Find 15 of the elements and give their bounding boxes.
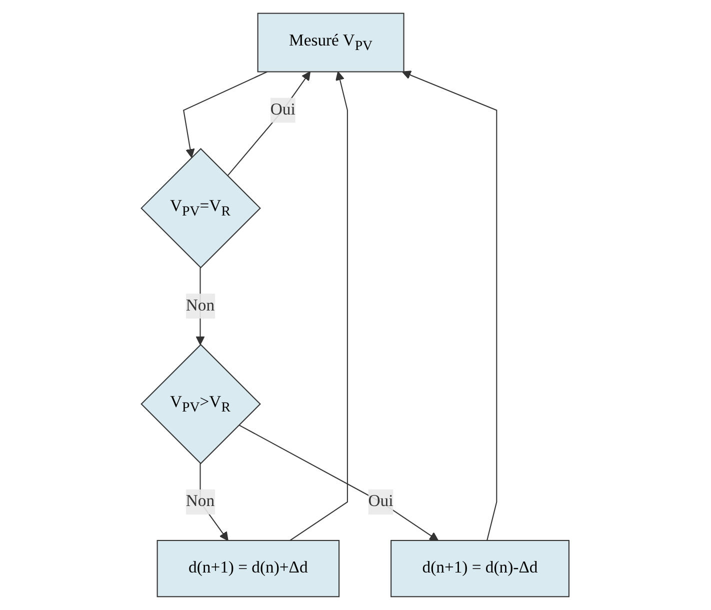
node-box bbox=[157, 540, 340, 598]
edge-label: Non bbox=[186, 296, 215, 314]
node-diamond bbox=[140, 148, 262, 268]
edge-label: Oui bbox=[270, 100, 296, 119]
arrow bbox=[290, 71, 348, 541]
arrow bbox=[227, 71, 311, 176]
edge-label: Oui bbox=[368, 492, 394, 510]
arrow bbox=[238, 424, 439, 541]
flowchart: Oui Non Non Oui Mesuré V$_{PV}$ V$_{PV}$=V$_{R}$ V$_{PV}$>V$_{R}$ d(n+1) = d(n)+Δd d(n+1) = d(n)-Δd bbox=[133, 5, 578, 605]
node-box bbox=[390, 540, 570, 598]
arrow bbox=[402, 70, 498, 541]
node-diamond bbox=[140, 344, 262, 464]
node-box bbox=[258, 12, 405, 72]
edge-label: Non bbox=[186, 492, 215, 510]
arrow bbox=[183, 71, 268, 158]
